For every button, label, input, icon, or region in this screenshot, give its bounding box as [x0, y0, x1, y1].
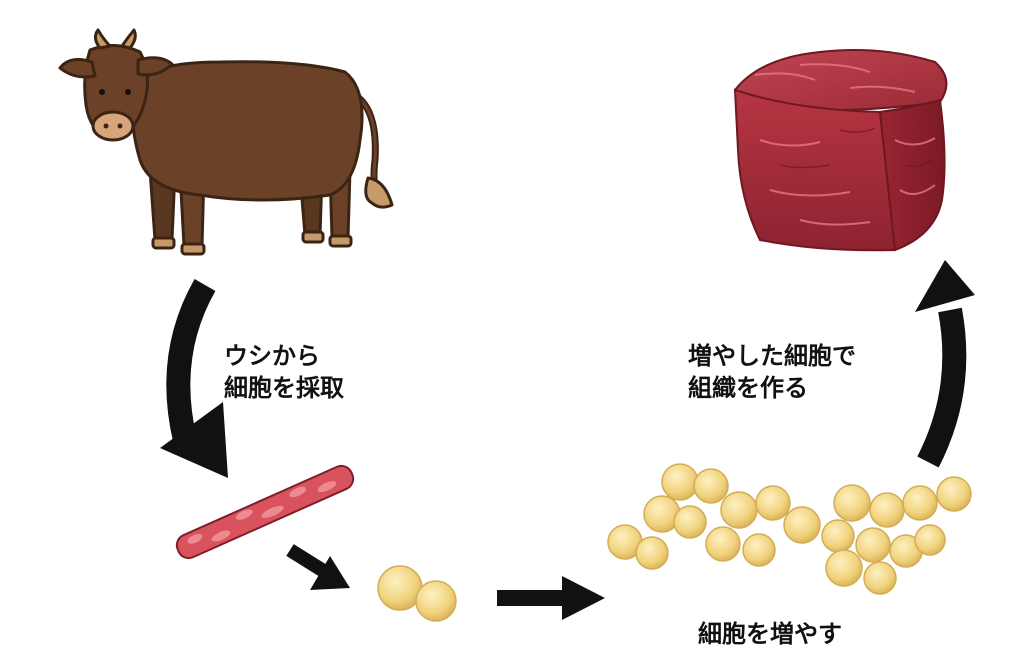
step-label-build-tissue-line2: 組織を作る: [688, 374, 808, 402]
meat-block-illustration: [733, 48, 948, 252]
arrow-sample-to-cells: [286, 544, 350, 590]
step-label-grow-cells: 細胞を増やす: [698, 618, 842, 650]
step-label-grow-cells-line1: 細胞を増やす: [698, 620, 842, 648]
tissue-sample-illustration: [175, 464, 355, 560]
arrow-cow-to-sample: [160, 279, 228, 478]
cow-illustration: [58, 28, 394, 256]
cell-cluster-illustration: [607, 463, 972, 595]
step-label-build-tissue-line1: 増やした細胞で: [688, 342, 856, 370]
arrow-cluster-to-meat: [915, 260, 975, 468]
step-label-build-tissue: 増やした細胞で 組織を作る: [688, 340, 856, 404]
arrow-cells-to-cluster: [497, 576, 605, 620]
step-label-harvest-line1: ウシから: [224, 342, 320, 370]
two-cells-illustration: [377, 565, 457, 622]
step-label-harvest: ウシから 細胞を採取: [224, 340, 344, 404]
step-label-harvest-line2: 細胞を採取: [224, 374, 344, 402]
